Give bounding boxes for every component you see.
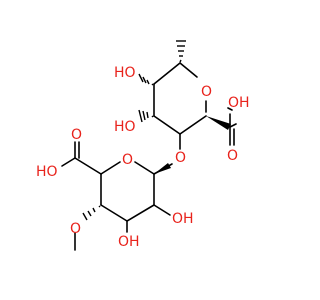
ring-o-top-label: O	[201, 84, 212, 100]
upper-ring	[153, 62, 207, 135]
o-acid-left-carbonyl-label: O	[71, 127, 82, 143]
oh-acid-left-label: HO	[36, 164, 58, 180]
c1prime-wedge	[154, 163, 171, 174]
methoxy-o-label: O	[70, 221, 81, 237]
molecule-structure-diagram: HO HO O O OH O O O HO O OH OH	[36, 40, 250, 251]
o-acid-right-carbonyl-label: O	[227, 148, 238, 164]
ring-o-bottom-label: O	[122, 152, 133, 168]
c3-hashed-bond	[138, 109, 154, 123]
glyco-o-label: O	[175, 150, 186, 166]
oh-mid-left-label: HO	[114, 119, 136, 135]
c5-wedge	[206, 116, 231, 130]
oh-top-left-label: HO	[114, 65, 136, 81]
c4prime-hashed-bond	[82, 205, 101, 221]
oh-acid-right-label: OH	[228, 95, 250, 111]
oh-bottom-right-label: OH	[172, 211, 194, 227]
oh-bottom-mid-label: OH	[118, 234, 140, 250]
methyl-hashed-bond	[176, 40, 186, 63]
c2-hashed-bond	[138, 73, 154, 86]
